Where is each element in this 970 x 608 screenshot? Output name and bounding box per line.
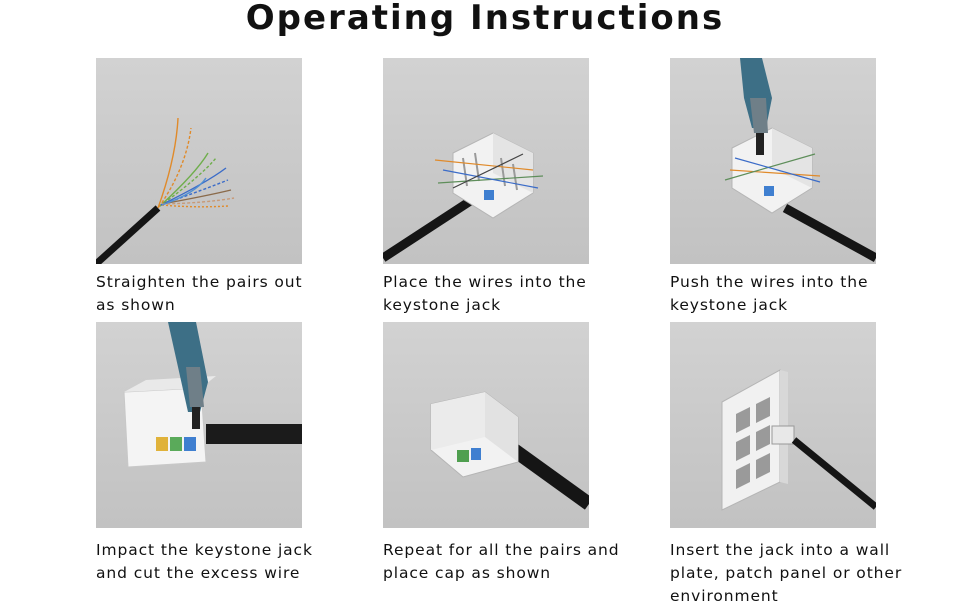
step-5-photo (383, 322, 589, 528)
step-2: Place the wires into the keystone jack (383, 58, 623, 317)
wires-in-keystone-jack-image (383, 132, 544, 262)
page-title: Operating Instructions (245, 0, 725, 38)
push-down-tool-image (724, 58, 876, 262)
step-3: Push the wires into the keystone jack (670, 58, 910, 317)
step-4: Impact the keystone jack and cut the exc… (96, 322, 336, 585)
step-4-caption: Impact the keystone jack and cut the exc… (96, 541, 313, 582)
step-3-caption: Push the wires into the keystone jack (670, 273, 869, 314)
step-3-photo (670, 58, 876, 264)
step-5: Repeat for all the pairs and place cap a… (383, 322, 623, 585)
step-2-caption: Place the wires into the keystone jack (383, 273, 587, 314)
capped-keystone-jack-image (430, 391, 589, 510)
step-6-caption: Insert the jack into a wall plate, patch… (670, 541, 903, 605)
step-6: Insert the jack into a wall plate, patch… (670, 322, 910, 608)
step-4-photo (96, 322, 302, 528)
impact-tool-on-jack-image (123, 322, 302, 468)
step-1: Straighten the pairs out as shown (96, 58, 336, 317)
wall-plate-with-jack-image (721, 369, 876, 511)
untwisted-wire-pairs-image (96, 117, 235, 264)
step-1-caption: Straighten the pairs out as shown (96, 273, 303, 314)
step-1-photo (96, 58, 302, 264)
step-6-photo (670, 322, 876, 528)
step-5-caption: Repeat for all the pairs and place cap a… (383, 541, 620, 582)
step-2-photo (383, 58, 589, 264)
